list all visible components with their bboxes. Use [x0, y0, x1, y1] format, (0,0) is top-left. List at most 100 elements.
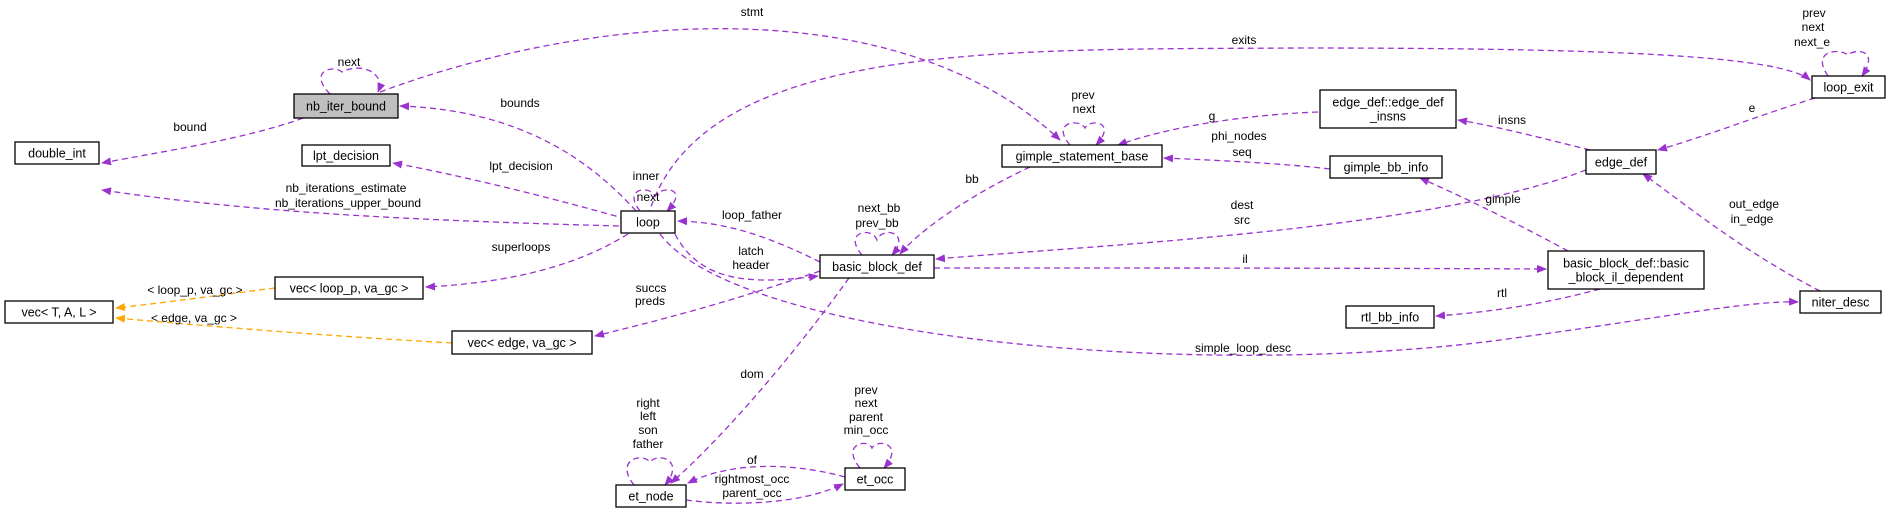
edge-occ-self: [852, 442, 893, 469]
node-double-int[interactable]: double_int: [14, 141, 100, 165]
node-label: edge_def: [1595, 156, 1648, 170]
node-loop[interactable]: loop: [620, 210, 676, 234]
edge-label: next: [637, 190, 660, 204]
edge-label: parent: [849, 410, 884, 424]
node-basic-block-def[interactable]: basic_block_def: [819, 254, 935, 279]
edge-latch-header: [674, 233, 819, 282]
edge-label: phi_nodes: [1211, 129, 1266, 143]
edge-gsb-self: [1062, 122, 1106, 146]
node-label: lpt_decision: [313, 149, 379, 163]
node-box: [1547, 250, 1705, 290]
node-et-occ[interactable]: et_occ: [844, 467, 906, 491]
edge-label: right: [636, 396, 660, 410]
node-box: [1319, 89, 1457, 129]
node-label: edge_def::edge_def: [1332, 96, 1444, 110]
node-edge-def[interactable]: edge_def: [1585, 149, 1657, 175]
node-box: [1001, 144, 1163, 168]
node-rtl-bb-info[interactable]: rtl_bb_info: [1345, 305, 1435, 329]
edge-label: father: [633, 437, 664, 451]
node-label: _insns: [1369, 110, 1406, 124]
node-box: [1811, 75, 1886, 99]
edge-label: dest: [1231, 198, 1254, 212]
edge-label: left: [640, 409, 657, 423]
edge-stmt: [379, 28, 1061, 141]
edge-label: nb_iterations_upper_bound: [275, 196, 421, 210]
edge-label: out_edge: [1729, 197, 1779, 211]
edge-label: < edge, va_gc >: [151, 311, 237, 325]
edge-label: src: [1234, 213, 1250, 227]
node-vec-edge[interactable]: vec< edge, va_gc >: [451, 330, 593, 355]
edge-label: next: [338, 55, 361, 69]
node-box: [4, 300, 114, 324]
edge-label: of: [747, 453, 758, 467]
edge-label: latch: [738, 244, 763, 258]
edge-label: prev_bb: [855, 216, 899, 230]
node-bb-il-dep[interactable]: basic_block_def::basic_block_il_dependen…: [1547, 250, 1705, 290]
edge-label: next: [1802, 20, 1825, 34]
edge-out-in-edge: [1642, 173, 1821, 292]
edge-dom: [670, 277, 850, 484]
node-et-node[interactable]: et_node: [615, 484, 687, 508]
node-box: [14, 141, 100, 165]
edge-label: bb: [965, 172, 979, 186]
node-box: [819, 254, 935, 279]
edge-label: superloops: [492, 240, 551, 254]
node-label: loop: [636, 216, 660, 230]
node-label: et_occ: [857, 473, 894, 487]
edge-dest-src: [935, 169, 1587, 263]
edge-phi-seq: [1163, 154, 1331, 170]
node-niter-desc[interactable]: niter_desc: [1799, 290, 1882, 314]
node-label: basic_block_def::basic: [1563, 257, 1689, 271]
edge-label: min_occ: [844, 423, 889, 437]
node-gimple-statement-base[interactable]: gimple_statement_base: [1001, 144, 1163, 168]
node-lpt-decision[interactable]: lpt_decision: [301, 144, 391, 167]
edge-label: succs: [636, 281, 667, 295]
edge-nb-bound: [101, 117, 304, 166]
edge-label: son: [638, 423, 657, 437]
edge-simple-loop-desc: [659, 233, 1799, 356]
node-label: loop_exit: [1823, 81, 1874, 95]
edge-et-self: [626, 457, 674, 486]
edge-succs-preds: [594, 270, 821, 338]
node-gimple-bb-info[interactable]: gimple_bb_info: [1329, 155, 1443, 179]
edge-nb-iters: [101, 187, 620, 227]
node-box: [1585, 149, 1657, 175]
node-label: niter_desc: [1812, 296, 1870, 310]
edge-superloops: [425, 233, 629, 291]
edge-label: rtl: [1497, 286, 1507, 300]
edge-nb-next: [320, 67, 386, 95]
edge-e: [1657, 97, 1816, 152]
edge-g: [1117, 111, 1319, 146]
edge-bounds: [399, 102, 637, 212]
node-label: vec< edge, va_gc >: [467, 336, 576, 350]
edge-label: prev: [854, 383, 877, 397]
node-loop-exit[interactable]: loop_exit: [1811, 75, 1886, 99]
edge-label: prev: [1071, 88, 1094, 102]
edge-loop-father: [677, 217, 821, 263]
edge-il: [933, 264, 1547, 273]
node-box: [620, 210, 676, 234]
edge-label: bounds: [500, 96, 539, 110]
node-vec-loop-p[interactable]: vec< loop_p, va_gc >: [274, 276, 424, 300]
edge-label: next_e: [1794, 35, 1830, 49]
edge-label: gimple: [1485, 192, 1521, 206]
node-label: double_int: [28, 147, 86, 161]
edge-occ-edge: [685, 483, 844, 504]
edge-label: next: [855, 396, 878, 410]
edge-label: header: [732, 258, 769, 272]
edge-label: < loop_p, va_gc >: [147, 283, 242, 297]
node-nb-iter-bound[interactable]: nb_iter_bound: [293, 93, 399, 119]
edge-lpt: [392, 160, 627, 220]
edge-label: bound: [173, 120, 206, 134]
node-box: [1799, 290, 1882, 314]
node-edge-def-insns[interactable]: edge_def::edge_def_insns: [1319, 89, 1457, 129]
edge-label: simple_loop_desc: [1195, 341, 1291, 355]
node-box: [451, 330, 593, 355]
node-label: _block_il_dependent: [1568, 271, 1684, 285]
node-label: gimple_bb_info: [1344, 161, 1429, 175]
edge-label: seq: [1232, 145, 1251, 159]
edge-insns: [1457, 117, 1591, 151]
node-vec-tal[interactable]: vec< T, A, L >: [4, 300, 114, 324]
edge-loop-self: [633, 189, 677, 212]
edge-label: insns: [1498, 113, 1526, 127]
